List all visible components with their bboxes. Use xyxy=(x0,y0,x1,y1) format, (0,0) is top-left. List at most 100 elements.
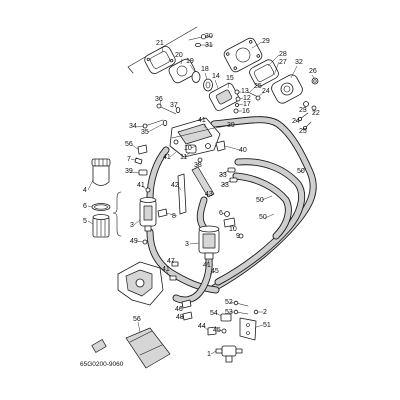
diagram-code: 65G0200-9060 xyxy=(80,361,124,368)
part-number-label: 41 xyxy=(162,266,170,273)
part-number-label: 13 xyxy=(241,88,249,95)
part-number-label: 24 xyxy=(292,118,300,125)
screw-2 xyxy=(253,309,259,315)
bolt-53 xyxy=(233,309,249,315)
part-number-label: 54 xyxy=(210,310,218,317)
part-number-label: 17 xyxy=(243,101,251,108)
filter-element-5 xyxy=(92,214,110,238)
part-number-label: 34 xyxy=(129,123,137,130)
screw-34 xyxy=(142,119,164,129)
fuel-filter-3 xyxy=(139,197,157,232)
part-number-label: 19 xyxy=(186,58,194,65)
bolt-52 xyxy=(233,300,249,307)
part-number-label: 28 xyxy=(279,51,287,58)
part-number-label: 38 xyxy=(194,162,202,169)
part-number-label: 52 xyxy=(225,299,233,306)
o-ring-6 xyxy=(91,203,111,211)
part-number-label: 14 xyxy=(212,73,220,80)
washer-31 xyxy=(194,43,201,48)
fuel-filter-3-center xyxy=(198,225,220,260)
part-number-label: 56 xyxy=(125,141,133,148)
part-number-label: 22 xyxy=(312,110,320,117)
part-number-label: 4 xyxy=(83,187,87,194)
part-number-label: 11 xyxy=(180,154,188,161)
hose-core xyxy=(233,173,291,239)
tube-43 xyxy=(191,166,215,198)
hose-core xyxy=(197,197,207,231)
part-number-label: 2 xyxy=(263,309,267,316)
clip-7 xyxy=(134,157,143,165)
label-tag xyxy=(91,339,107,353)
washer-35 xyxy=(162,120,168,127)
part-number-label: 6 xyxy=(219,210,223,217)
filter-cup-4 xyxy=(91,158,111,186)
part-number-label: 16 xyxy=(242,108,250,115)
clips-47-41-46-48 xyxy=(169,261,193,321)
leader-lines xyxy=(87,35,315,355)
part-number-label: 8 xyxy=(172,213,176,220)
screw-24 xyxy=(297,112,309,122)
screw-30 xyxy=(188,34,207,41)
bracket-parts-6-10-9 xyxy=(223,211,244,239)
part-number-label: 3 xyxy=(130,222,134,229)
silencer-bracket xyxy=(117,261,164,306)
part-number-label: 50 xyxy=(256,197,264,204)
part-number-label: 41 xyxy=(203,262,211,269)
clip-41 xyxy=(145,187,151,193)
part-number-label: 35 xyxy=(141,129,149,136)
part-number-label: 41 xyxy=(198,117,206,124)
part-number-label: 33 xyxy=(219,172,227,179)
part-number-label: 56 xyxy=(133,316,141,323)
hose-core xyxy=(173,257,212,303)
part-number-label: 45 xyxy=(211,268,219,275)
part-number-label: 49 xyxy=(130,238,138,245)
part-number-label: 41 xyxy=(163,154,171,161)
part-number-label: 1 xyxy=(207,351,211,358)
fuel-hose-lower xyxy=(172,256,213,304)
part-number-label: 6 xyxy=(83,203,87,210)
end-cover-32 xyxy=(271,74,303,104)
part-number-label: 45 xyxy=(213,327,221,334)
part-number-label: 40 xyxy=(239,147,247,154)
bracket-40 xyxy=(215,140,226,152)
nut-23 xyxy=(303,101,309,107)
part-number-label: 50 xyxy=(259,214,267,221)
part-number-label: 20 xyxy=(175,52,183,59)
screw-25 xyxy=(302,121,312,131)
part-number-label: 25 xyxy=(254,83,262,90)
pump-body-14 xyxy=(208,83,240,111)
part-number-label: 23 xyxy=(299,107,307,114)
clip-8 xyxy=(157,208,168,218)
part-number-label: 41 xyxy=(137,182,145,189)
part-number-label: 29 xyxy=(262,38,270,45)
part-number-label: 36 xyxy=(155,96,163,103)
cover-plate-29 xyxy=(223,37,263,73)
part-number-label: 24 xyxy=(262,88,270,95)
part-number-label: 26 xyxy=(309,68,317,75)
part-number-label: 32 xyxy=(295,59,303,66)
plate-51 xyxy=(239,317,257,341)
part-number-label: 48 xyxy=(176,314,184,321)
part-number-label: 18 xyxy=(201,66,209,73)
part-number-label: 25 xyxy=(299,128,307,135)
part-number-label: 39 xyxy=(227,122,235,129)
part-number-label: 9 xyxy=(236,233,240,240)
clip-56 xyxy=(137,144,148,155)
part-number-label: 5 xyxy=(83,218,87,225)
fuel-hose-center xyxy=(196,196,208,232)
bracket-44 xyxy=(207,326,217,336)
holder-54 xyxy=(220,313,232,322)
part-number-label: 3 xyxy=(185,241,189,248)
gasket-21 xyxy=(144,45,176,75)
part-number-label: 27 xyxy=(279,59,287,66)
part-number-label: 10 xyxy=(184,145,192,152)
part-number-label: 31 xyxy=(205,42,213,49)
nut-26 xyxy=(311,77,319,85)
fuel-pump-assembly xyxy=(169,117,221,163)
part-number-label: 15 xyxy=(226,75,234,82)
part-number-label: 47 xyxy=(167,258,175,265)
gasket-28 xyxy=(249,59,279,87)
part-number-label: 10 xyxy=(229,226,237,233)
bracket-39 xyxy=(138,169,148,176)
